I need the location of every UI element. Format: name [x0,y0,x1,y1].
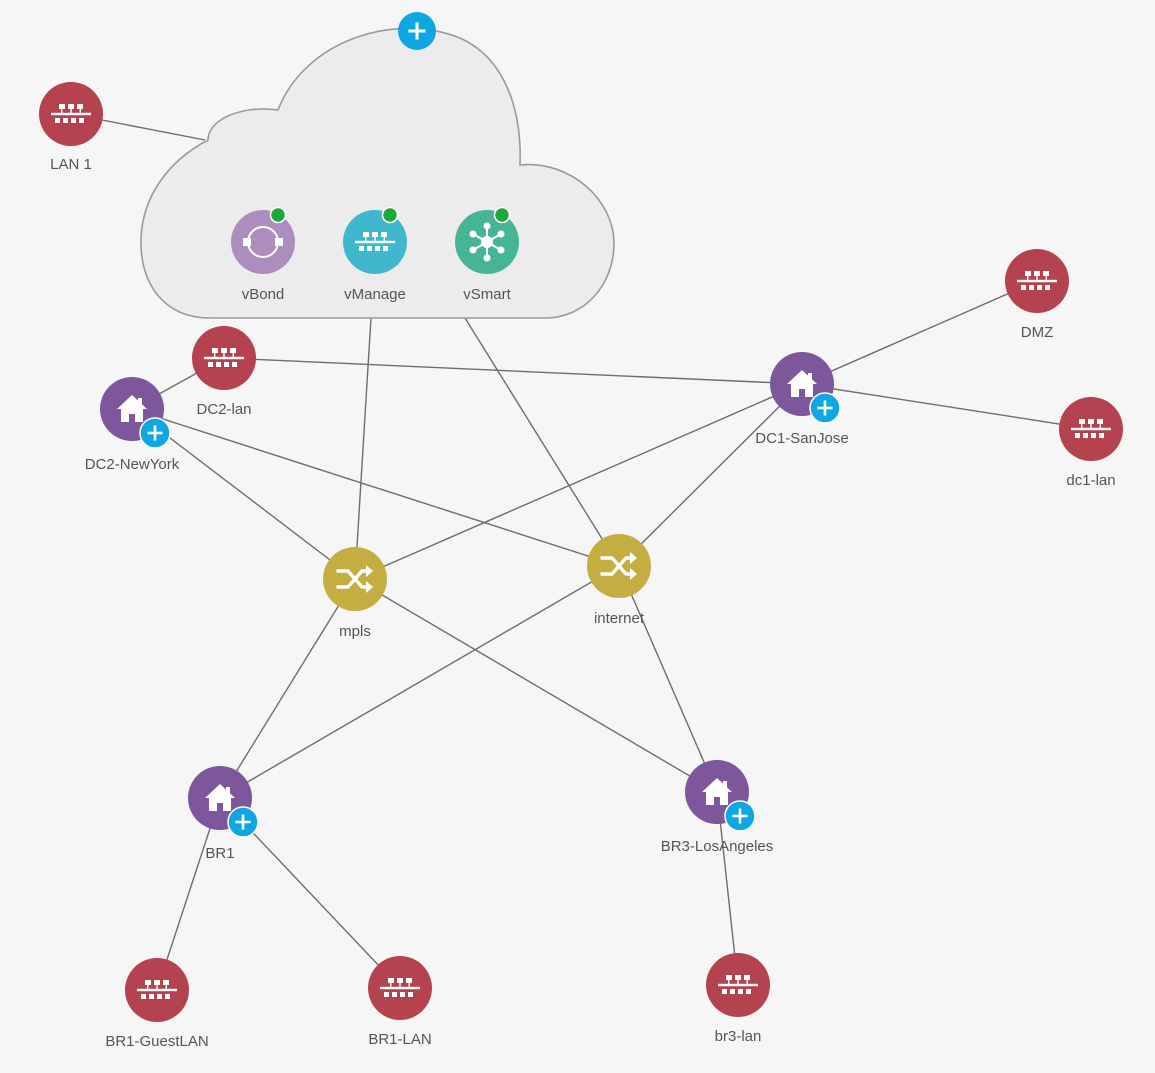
node-br3lan[interactable]: br3-lan [706,953,770,1045]
node-dc2lan[interactable]: DC2-lan [192,326,256,418]
link-br1-br1guest [156,797,221,991]
controller-label: vSmart [463,286,511,303]
vsmart-icon [469,222,505,262]
link-br3-br3lan [716,791,739,986]
link-mpls-br3 [354,578,718,793]
node-dc1sj[interactable]: DC1-SanJose [755,352,849,447]
node-dc1lan[interactable]: dc1-lan [1059,397,1123,489]
link-dc1sj-dc1lan [801,383,1092,430]
dc2ny-add-button[interactable] [139,417,171,449]
link-internet-br1 [219,565,620,799]
controller-label: vManage [344,286,406,303]
node-label: BR1 [205,845,234,862]
link-dc1sj-mpls [354,383,803,580]
link-dc1sj-dmz [801,280,1038,385]
controller-vbond[interactable]: vBond [231,206,295,304]
node-label: LAN 1 [50,156,92,173]
node-label: DC2-NewYork [85,456,180,473]
controller-vsmart[interactable]: vSmart [455,206,519,304]
node-internet[interactable]: internet [587,534,651,627]
node-label: DC2-lan [196,401,251,418]
node-br3[interactable]: BR3-LosAngeles [661,760,774,855]
node-label: BR1-LAN [368,1031,431,1048]
node-br1lan[interactable]: BR1-LAN [368,956,432,1048]
vbond-circle [231,210,295,274]
node-br1guest[interactable]: BR1-GuestLAN [105,958,209,1050]
node-label: br3-lan [715,1028,762,1045]
vbond-icon [243,226,283,258]
node-dc2ny[interactable]: DC2-NewYork [85,377,180,473]
link-dc2ny-internet [131,408,620,567]
cloud-shape [140,27,615,319]
controllers-layer: vBond vManage vSmart [231,206,519,304]
node-label: BR3-LosAngeles [661,838,774,855]
node-label: DC1-SanJose [755,430,848,447]
node-label: internet [594,610,645,627]
link-vmanage-mpls [354,317,372,580]
node-mpls[interactable]: mpls [323,547,387,640]
status-online-indicator [493,206,511,224]
status-online-indicator [269,206,287,224]
node-dmz[interactable]: DMZ [1005,249,1069,341]
link-dc2lan-dc1sj [223,357,803,385]
br1-add-button[interactable] [227,806,259,838]
status-online-indicator [381,206,399,224]
node-label: mpls [339,623,371,640]
link-internet-br3 [618,565,718,793]
link-mpls-br1 [219,578,356,799]
node-lan1[interactable]: LAN 1 [39,82,103,173]
node-label: BR1-GuestLAN [105,1033,208,1050]
node-label: dc1-lan [1066,472,1115,489]
controller-vmanage[interactable]: vManage [343,206,407,304]
node-br1[interactable]: BR1 [188,766,259,862]
controller-label: vBond [242,286,285,303]
link-vsmart-internet [464,317,620,567]
cloud-add-button[interactable] [398,12,436,50]
br3-add-button[interactable] [724,800,756,832]
link-dc1sj-internet [618,383,803,567]
node-label: DMZ [1021,324,1054,341]
dc1sj-add-button[interactable] [809,392,841,424]
